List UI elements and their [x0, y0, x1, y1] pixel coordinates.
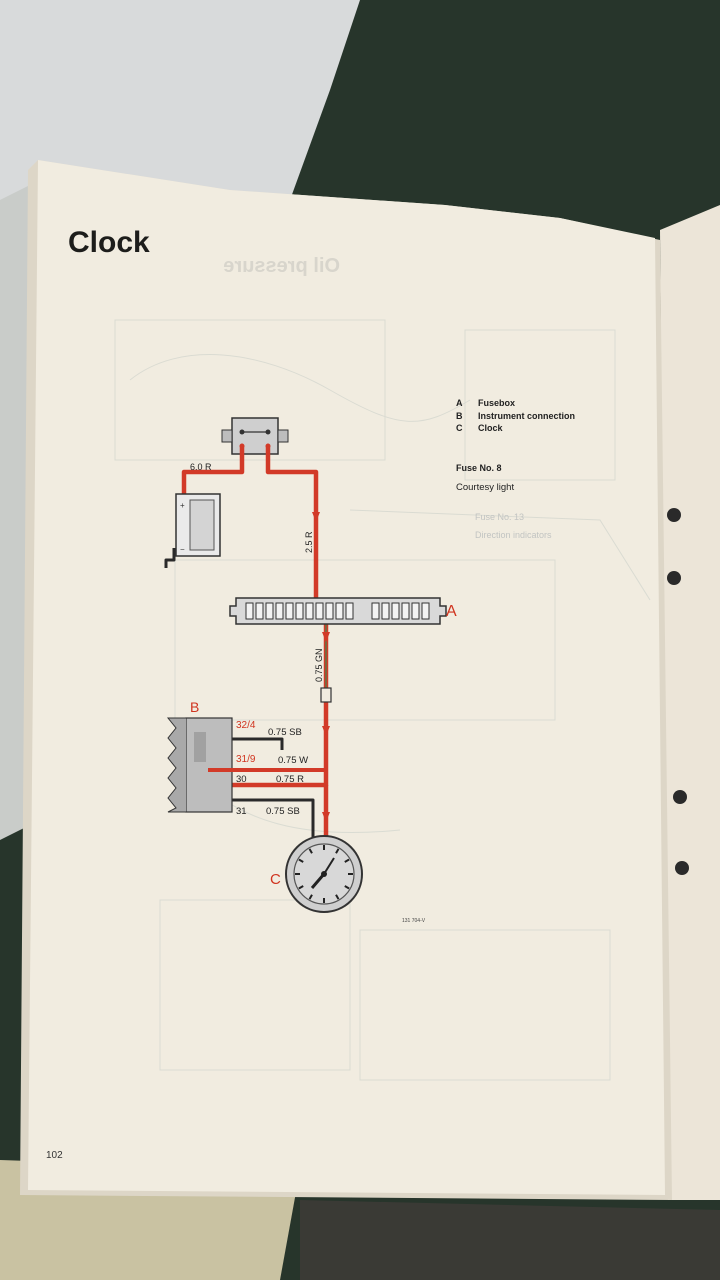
fuse-cell	[401, 602, 410, 620]
wire-label-battery-feed: 6.0 R	[190, 462, 212, 472]
legend-key-b: B	[456, 411, 463, 421]
battery-symbol: + −	[175, 493, 221, 557]
fuse-cell	[305, 602, 314, 620]
page-title: Clock	[68, 226, 150, 259]
fuse-cell	[381, 602, 390, 620]
punch-hole	[673, 790, 687, 804]
clock-tick	[344, 885, 350, 890]
fuse-cell	[275, 602, 284, 620]
punch-hole	[675, 861, 689, 875]
clock-tick	[335, 894, 340, 900]
pin-label-30: 30	[236, 774, 247, 785]
clock-tick	[298, 858, 304, 863]
inline-fuse	[320, 687, 332, 703]
legend-label-a: Fusebox	[478, 398, 515, 408]
legend-key-c: C	[456, 423, 463, 433]
wire-label-fuse-feed: 2.5 R	[304, 531, 314, 553]
legend-key-a: A	[456, 398, 463, 408]
wire-label-pin31: 0.75 SB	[266, 806, 300, 817]
clock-tick	[308, 848, 313, 854]
fuse-cell	[265, 602, 274, 620]
wire-label-pin4: 0.75 SB	[268, 727, 302, 738]
fuse-cell	[371, 602, 380, 620]
top-connector	[221, 417, 289, 455]
legend-label-b: Instrument connection	[478, 411, 575, 421]
fuse-cell	[315, 602, 324, 620]
clock-tick	[344, 858, 350, 863]
fuse-cell	[255, 602, 264, 620]
pin-label-31-9: 31/9	[236, 754, 256, 765]
clock-symbol	[285, 835, 363, 913]
ghost-fuse-heading: Fuse No. 13	[475, 512, 524, 522]
fuse-cell	[411, 602, 420, 620]
fuse-cell	[421, 602, 430, 620]
figure-reference: 131 704-V	[402, 918, 426, 924]
clock-tick	[298, 885, 304, 890]
punch-hole	[667, 571, 681, 585]
page	[28, 160, 665, 1195]
wire-arrows	[312, 512, 330, 822]
fuse-heading: Fuse No. 8	[456, 463, 502, 473]
fuse-description: Courtesy light	[456, 482, 514, 493]
label-instrument: B	[190, 699, 199, 715]
fuse-cell	[345, 602, 354, 620]
legend: A Fusebox B Instrument connection C Cloc…	[456, 398, 575, 433]
fuse-cell	[245, 602, 254, 620]
fuse-cell	[335, 602, 344, 620]
svg-text:−: −	[180, 545, 185, 554]
fusebox-symbol	[229, 597, 447, 625]
fuse-cell	[295, 602, 304, 620]
plastic-bag-top	[0, 0, 360, 220]
wire-label-pin30: 0.75 R	[276, 774, 304, 785]
fuse-cell	[391, 602, 400, 620]
clock-tick	[335, 848, 340, 854]
floor-bottom	[300, 1200, 720, 1280]
fuse-cell	[285, 602, 294, 620]
fuse-cell	[325, 602, 334, 620]
clock-tick	[308, 894, 313, 900]
pin-label-31: 31	[236, 806, 247, 817]
pin-label-32-4: 32/4	[236, 720, 256, 731]
label-fusebox: A	[446, 603, 457, 620]
wire-label-clock-feed: 0.75 GN	[314, 648, 324, 682]
punch-hole	[667, 508, 681, 522]
ghost-title: Oil pressure	[223, 255, 340, 277]
ghost-fuse-description: Direction indicators	[475, 530, 552, 540]
facing-page	[660, 205, 720, 1200]
instrument-connector	[166, 717, 233, 813]
label-clock: C	[270, 871, 281, 888]
wire-label-pin9: 0.75 W	[278, 755, 308, 766]
legend-label-c: Clock	[478, 423, 504, 433]
page-number: 102	[46, 1150, 63, 1161]
svg-text:+: +	[180, 501, 185, 510]
